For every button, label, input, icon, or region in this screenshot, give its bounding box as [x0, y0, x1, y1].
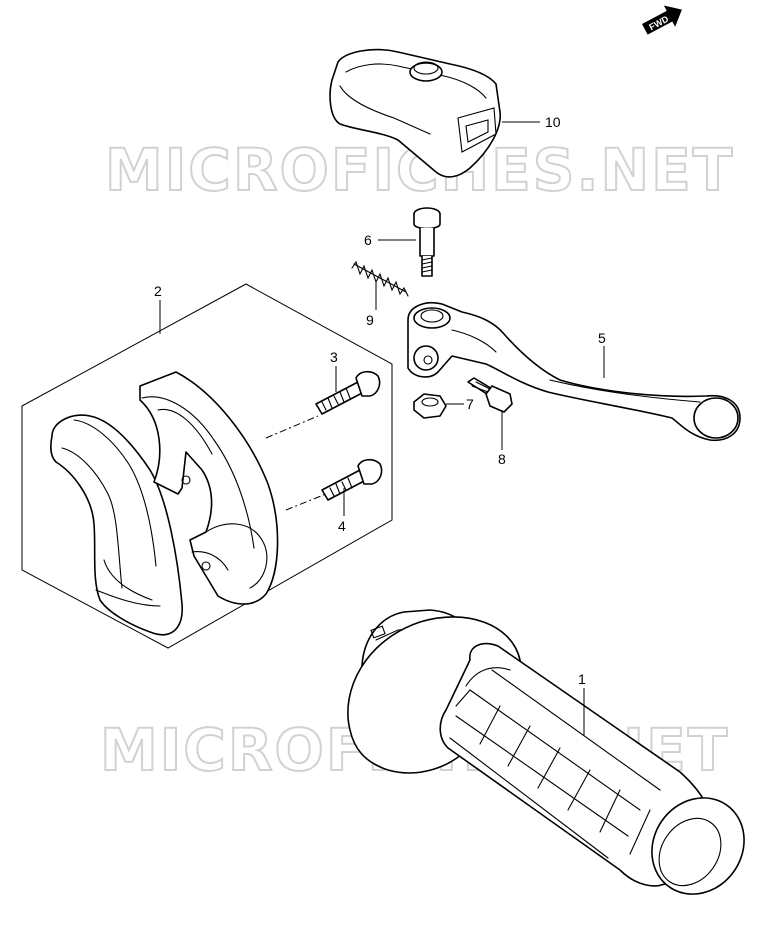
part-2-holder-assembly[interactable] [21, 283, 393, 649]
callout-5[interactable]: 5 [598, 330, 606, 378]
callout-4[interactable]: 4 [338, 488, 346, 534]
svg-text:3: 3 [330, 349, 338, 365]
callout-3[interactable]: 3 [330, 349, 338, 392]
part-7-nut[interactable] [413, 393, 447, 419]
part-4-screw[interactable] [321, 458, 383, 501]
svg-text:2: 2 [154, 283, 162, 299]
callout-9[interactable]: 9 [366, 282, 377, 328]
part-6-pivot-bolt[interactable] [413, 207, 441, 277]
part-10-lever-cover[interactable] [329, 48, 501, 178]
part-9-spring[interactable] [351, 260, 409, 297]
part-3-screw[interactable] [315, 370, 381, 415]
svg-text:8: 8 [498, 451, 506, 467]
part-1-grip[interactable] [347, 609, 763, 912]
callout-10[interactable]: 10 [502, 114, 561, 130]
callout-2[interactable]: 2 [154, 283, 162, 334]
svg-text:1: 1 [578, 671, 586, 687]
callout-8[interactable]: 8 [498, 410, 506, 467]
svg-text:5: 5 [598, 330, 606, 346]
svg-text:9: 9 [366, 312, 374, 328]
callout-1[interactable]: 1 [578, 671, 586, 736]
svg-text:6: 6 [364, 232, 372, 248]
svg-text:4: 4 [338, 518, 346, 534]
callout-6[interactable]: 6 [364, 232, 416, 248]
callout-7[interactable]: 7 [446, 396, 474, 412]
part-5-lever[interactable] [407, 302, 741, 442]
svg-text:7: 7 [466, 396, 474, 412]
fwd-arrow-icon: FWD [642, 5, 682, 35]
part-8-bolt[interactable] [467, 377, 513, 413]
svg-text:10: 10 [545, 114, 561, 130]
